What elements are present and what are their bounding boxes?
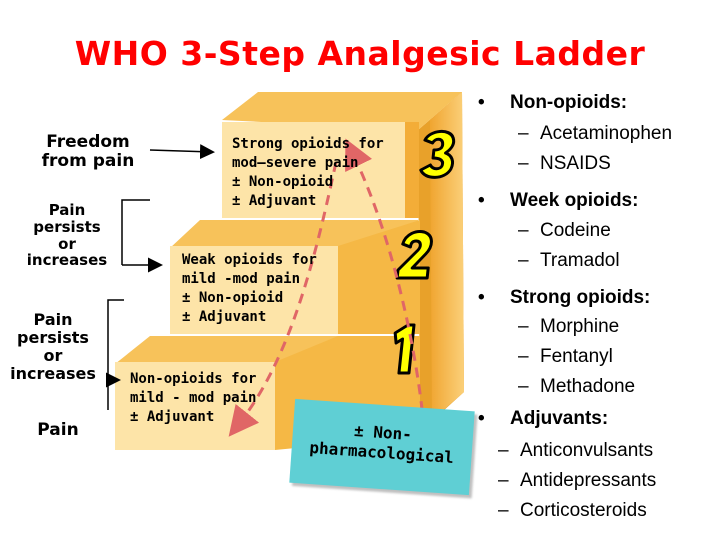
drug-item: –Fentanyl	[518, 346, 613, 367]
upper-bracket	[121, 199, 150, 265]
step-3-front-face	[222, 122, 418, 218]
step-2-riser	[338, 220, 420, 334]
drug-item: –Antidepressants	[498, 470, 657, 491]
step-3-text: Strong opioids for mod—severe pain ± Non…	[232, 136, 384, 209]
step-2-front-face	[170, 246, 338, 334]
non-pharmacological-card: ± Non- pharmacological	[289, 398, 475, 496]
step-number-3	[419, 130, 456, 179]
category-strong-opioids: •Strong opioids:	[478, 287, 651, 308]
category-weak-opioids: •Week opioids:	[478, 190, 639, 211]
freedom-arrow	[149, 144, 215, 160]
step-2-text: Weak opioids for mild -mod pain ± Non-op…	[182, 252, 317, 325]
slide-title: WHO 3-Step Analgesic Ladder	[74, 34, 646, 73]
step-1-text: Non-opioids for mild - mod pain ± Adjuva…	[130, 371, 257, 425]
bullet-icon: •	[478, 408, 485, 429]
non-pharmacological-text: ± Non- pharmacological	[308, 421, 455, 468]
drug-item: –Methadone	[518, 376, 636, 397]
bullet-icon: •	[478, 190, 485, 211]
bullet-icon: •	[478, 92, 485, 113]
bullet-icon: •	[478, 287, 485, 308]
drug-item: –Anticonvulsants	[498, 440, 654, 461]
pain-label: Pain	[37, 420, 79, 440]
step-number-2	[395, 230, 433, 280]
drug-item: –Codeine	[518, 220, 611, 241]
drug-item: –Tramadol	[518, 250, 620, 271]
de-escalation-arrow	[228, 161, 338, 437]
drug-item: –Acetaminophen	[518, 123, 673, 144]
step-1-top-face	[115, 336, 338, 364]
step-3-right-face	[405, 122, 419, 218]
drug-item: –NSAIDS	[518, 153, 611, 174]
drug-item: –Morphine	[518, 316, 620, 337]
category-non-opioids: •Non-opioids:	[478, 92, 628, 113]
pain-persists-lower-label: Pain persists or increases	[10, 310, 96, 383]
pain-persists-upper-label: Pain persists or increases	[26, 201, 108, 270]
step-3-top-face	[222, 92, 462, 130]
drug-item: –Corticosteroids	[498, 500, 647, 521]
freedom-from-pain-label: Freedom from pain	[41, 132, 135, 172]
category-adjuvants: •Adjuvants:	[478, 408, 609, 429]
